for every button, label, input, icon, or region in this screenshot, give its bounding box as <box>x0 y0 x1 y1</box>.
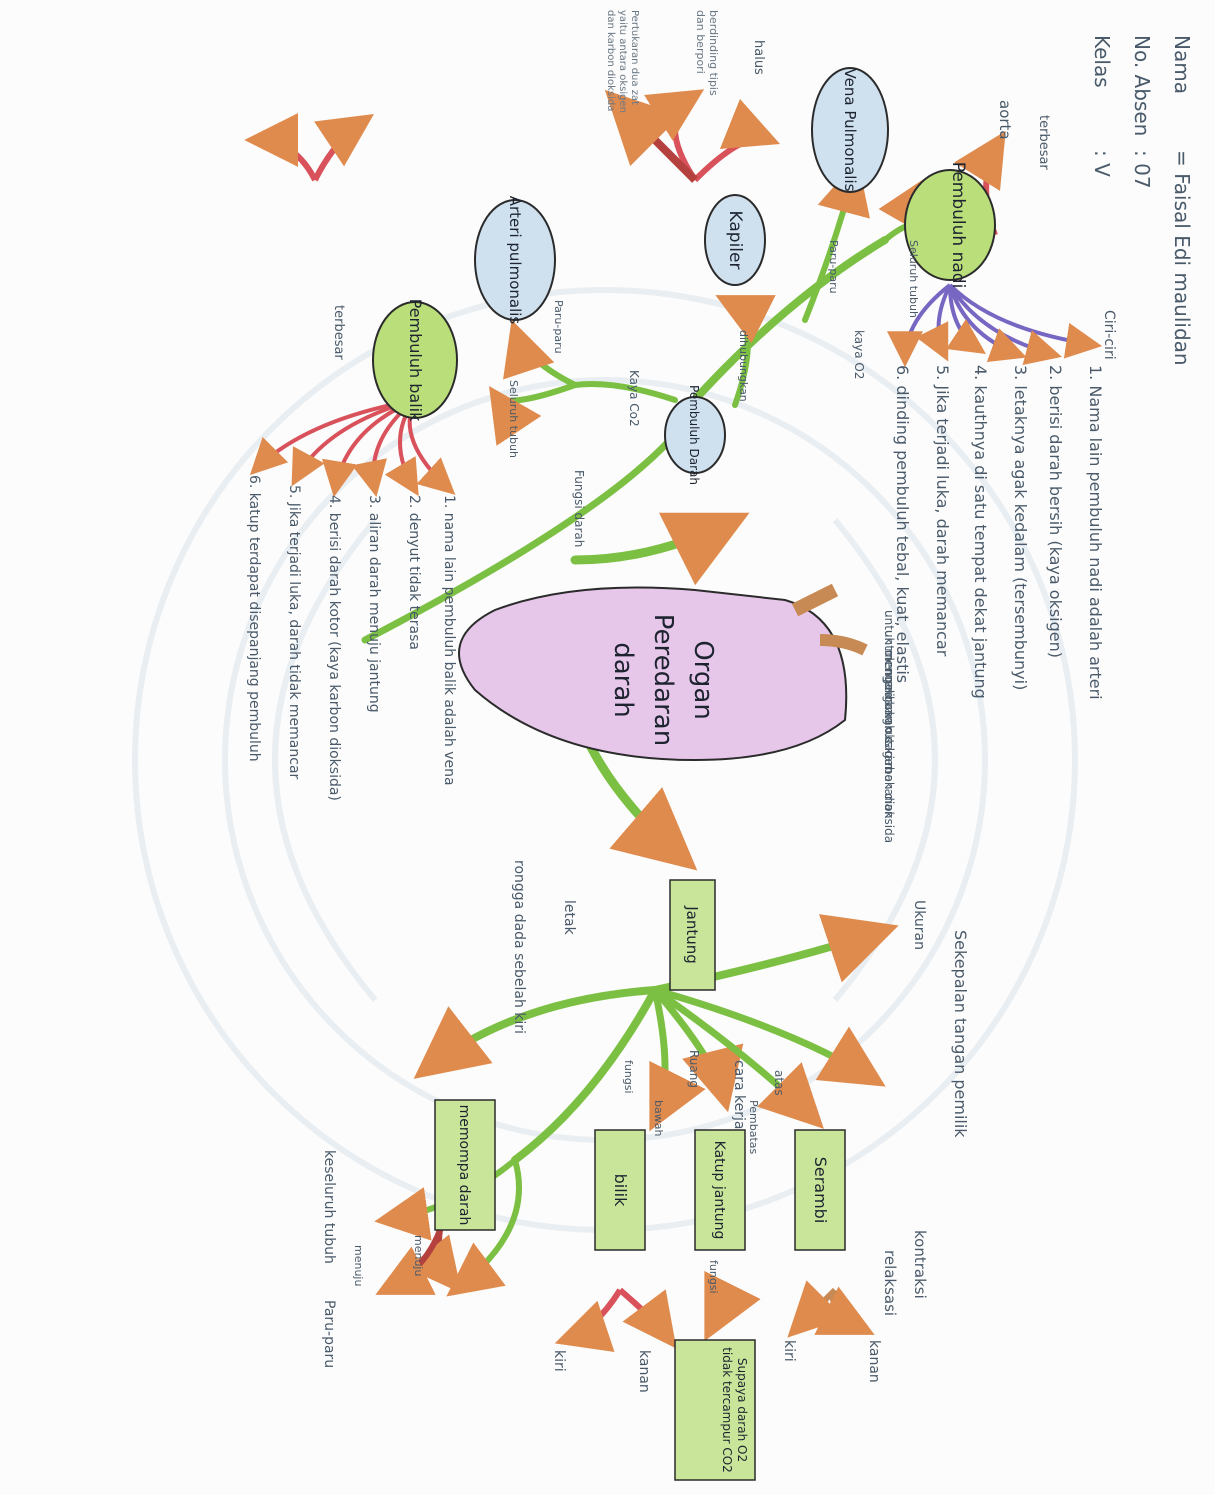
serambi-label: Serambi <box>811 1157 830 1224</box>
kapiler-pertukaran: Pertukaran dua zat yaitu antara oksigen … <box>604 10 640 120</box>
vena-pulmonalis-label: Vena Pulmonalis <box>841 69 859 192</box>
ukuran-value: Sekepalan tangan pemilik <box>951 930 970 1138</box>
edge-kaya-co2: Kaya Co2 <box>627 370 641 427</box>
edge-fungsi: fungsi <box>707 1260 720 1294</box>
edge-cara-kerja: cara kerja <box>731 1060 747 1130</box>
edge-seluruh-tubuh-top: Seluruh tubuh <box>907 240 920 318</box>
node-kapiler: Kapiler <box>705 195 765 285</box>
serambi-kiri: kiri <box>781 1340 797 1362</box>
heart-line-1: Organ <box>688 640 718 720</box>
edge-kaya-o2: kaya O2 <box>852 330 866 379</box>
arteri-pulmonalis-label: Arteri pulmonalis <box>506 196 524 325</box>
node-memompa: memompa darah <box>435 1100 495 1230</box>
absen-label: No. Absen <box>1130 35 1154 136</box>
node-bilik: bilik <box>595 1130 645 1250</box>
balik-ciri-4: 4. berisi darah kotor (kaya karbon dioks… <box>326 495 342 801</box>
node-fungsi-katup: Supaya darah O2 tidak tercampur CO2 <box>675 1340 755 1480</box>
nadi-ciri-3: 3. letaknya agak kedalam (tersembunyi) <box>1011 365 1030 690</box>
nadi-aorta: aorta <box>996 100 1014 140</box>
bilik-kiri: kiri <box>551 1350 567 1372</box>
name-label: Nama <box>1170 35 1194 94</box>
node-serambi: Serambi <box>795 1130 845 1250</box>
pembuluh-nadi-label: Pembuluh nadi <box>948 162 968 289</box>
edge-bawah: bawah <box>652 1100 665 1136</box>
kontraksi: kontraksi <box>911 1230 929 1299</box>
edge-paru-paru-low: Paru-paru <box>552 300 565 354</box>
ke-seluruh-tubuh: keseluruh tubuh <box>321 1150 337 1264</box>
nadi-ciri-5: 5. Jika terjadi luka, darah memancar <box>933 365 952 657</box>
kelas-label: Kelas <box>1090 35 1114 88</box>
edge-letak: letak <box>561 900 577 936</box>
nadi-ciri-4: 4. kauthnya di satu tempat dekat jantung <box>971 365 990 699</box>
nadi-ciri-branches <box>905 285 1095 360</box>
edge-ruang: Ruang <box>687 1050 701 1088</box>
node-jantung: Jantung <box>670 880 715 990</box>
nadi-terbesar: terbesar <box>1036 115 1051 170</box>
balik-ciri-5: 5. Jika terjadi luka, darah tidak memanc… <box>286 485 302 780</box>
kelas-value: : V <box>1090 150 1114 177</box>
menuju-2: menuju <box>352 1245 365 1286</box>
node-vena-pulmonalis: Vena Pulmonalis <box>812 68 888 192</box>
edge-dihubungkan: dihubungkan <box>737 330 750 402</box>
fungsi-darah-list: untuk mengalirkan oksigen untuk mengangk… <box>882 610 896 843</box>
memompa-label: memompa darah <box>456 1105 472 1226</box>
edge-atas: atas <box>772 1070 786 1096</box>
kapiler-halus: halus <box>751 40 766 75</box>
edge-fungsi-2: fungsi <box>622 1060 635 1094</box>
pembuluh-balik-label: Pembuluh balik <box>406 299 425 422</box>
balik-terbesar: terbesar <box>331 305 346 360</box>
edge-pembatas: Pembatas <box>747 1100 760 1155</box>
edge-seluruh-tubuh-low: Seluruh tubuh <box>507 380 520 458</box>
nadi-ciri-1: 1. Nama lain pembuluh nadi adalah arteri <box>1086 365 1105 700</box>
balik-ciri-2: 2. denyut tidak terasa <box>406 495 422 650</box>
absen-value: : 07 <box>1130 150 1154 189</box>
heart-line-3: darah <box>608 642 638 718</box>
balik-ciri-3: 3. aliran darah menuju jantung <box>366 495 382 713</box>
fungsi-darah-3: mengedarkan sari makanan <box>882 650 896 818</box>
nadi-ciri-label: Ciri-ciri <box>1101 310 1117 360</box>
menuju-1: menuju <box>412 1235 425 1276</box>
ke-paru-paru: Paru-paru <box>321 1300 337 1368</box>
nadi-ciri-2: 2. berisi darah bersih (kaya oksigen) <box>1046 365 1065 658</box>
pembuluh-darah-label: Pembuluh Darah <box>687 385 701 485</box>
letak-value: rongga dada sebelah kiri <box>511 860 527 1034</box>
fungsi-katup-text: Supaya darah O2 tidak tercampur CO2 <box>719 1345 749 1475</box>
heart-line-2: Peredaran <box>648 614 678 746</box>
balik-ciri-1: 1. nama lain pembuluh balik adalah vena <box>441 495 457 786</box>
bilik-label: bilik <box>611 1174 630 1207</box>
node-heart: Organ Peredaran darah <box>459 588 865 761</box>
node-katup-jantung: Katup jantung <box>695 1130 745 1250</box>
edge-paru-paru-top: Paru-paru <box>827 240 840 294</box>
serambi-kanan: kanan <box>866 1340 882 1383</box>
name-value: = Faisal Edi maulidan <box>1170 150 1194 366</box>
fungsi-darah-label: Fungsi darah <box>572 470 586 547</box>
kapiler-label: Kapiler <box>725 211 745 270</box>
bilik-kanan: kanan <box>636 1350 652 1393</box>
edge-ukuran: Ukuran <box>911 900 927 950</box>
node-pembuluh-balik: Pembuluh balik <box>373 299 457 422</box>
katup-jantung-label: Katup jantung <box>711 1141 727 1240</box>
kapiler-tipis: berdinding tipis dan berpori <box>694 10 720 110</box>
balik-ciri-6: 6. katup terdapat disepanjang pembuluh <box>246 475 262 762</box>
relaksasi: relaksasi <box>881 1250 899 1316</box>
jantung-label: Jantung <box>683 905 701 964</box>
